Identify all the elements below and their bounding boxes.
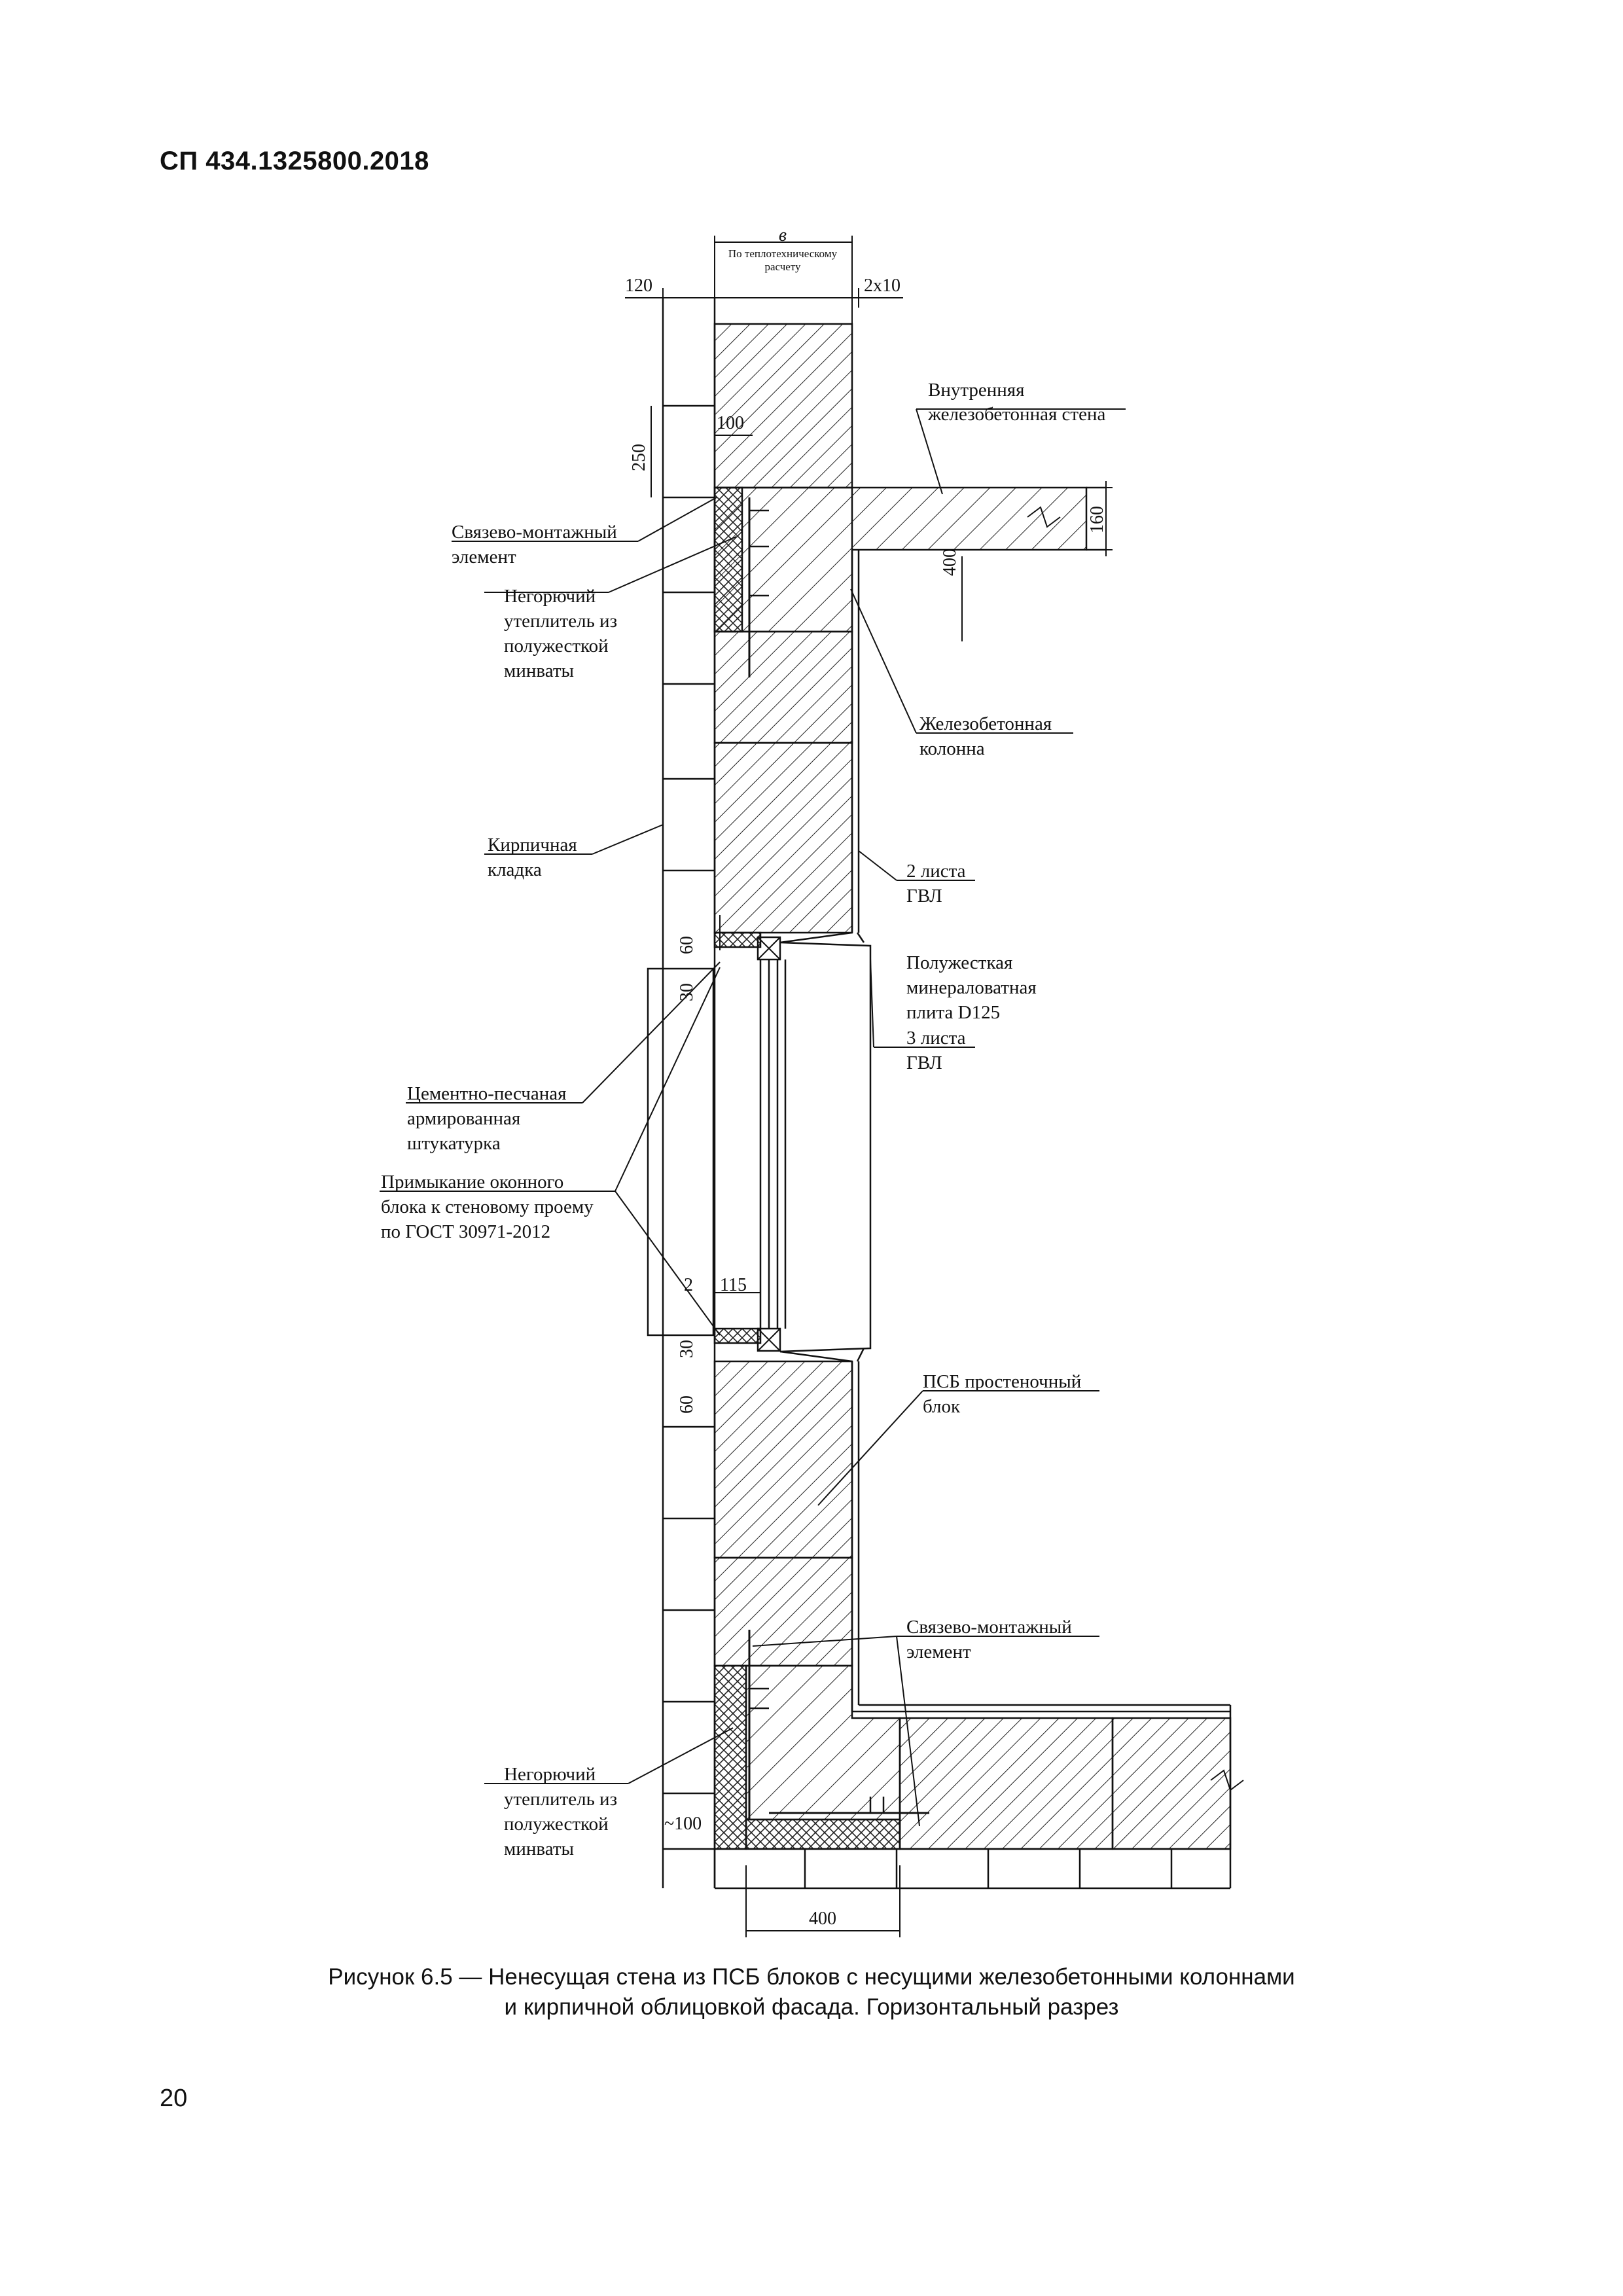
dim-60-top: 60	[677, 936, 697, 954]
label-insul-top-4: минваты	[504, 660, 574, 681]
label-plaster-2: армированная	[407, 1108, 520, 1129]
dim-b-note-1: По теплотехническому	[728, 247, 838, 260]
label-window-2: блока к стеновому проему	[381, 1196, 594, 1217]
figure-caption-line-1: Рисунок 6.5 — Ненесущая стена из ПСБ бло…	[328, 1964, 1295, 1990]
label-gvl3-1: 3 листа	[906, 1028, 966, 1049]
gvl-lining-lower	[851, 1361, 1230, 1713]
label-inner-wall-2: железобетонная стена	[927, 404, 1105, 425]
dim-30-top: 30	[677, 983, 697, 1001]
label-tie-bottom-1: Связево-монтажный	[906, 1617, 1072, 1638]
dim-30-bottom: 30	[677, 1340, 697, 1358]
leader-lines	[380, 408, 1126, 1827]
label-brick-1: Кирпичная	[488, 834, 577, 855]
psb-block-upper	[713, 323, 853, 934]
label-insul-top-1: Негорючий	[504, 586, 596, 607]
dim-2: 2	[684, 1275, 693, 1295]
label-mw-3: плита D125	[906, 1002, 1000, 1023]
label-tie-bottom-2: элемент	[906, 1641, 971, 1662]
label-insul-bottom-3: полужесткой	[504, 1814, 609, 1835]
label-insul-top-2: утеплитель из	[504, 611, 617, 632]
rc-column-top	[713, 486, 1088, 677]
label-insul-bottom-1: Негорючий	[504, 1764, 596, 1785]
dim-400-bottom: 400	[809, 1909, 836, 1929]
gvl-lining-upper	[851, 550, 860, 933]
label-mw-2: минераловатная	[906, 977, 1037, 998]
label-insul-bottom-2: утеплитель из	[504, 1789, 617, 1810]
dim-b: в	[779, 225, 787, 245]
window-block	[647, 931, 872, 1363]
brick-cladding	[662, 298, 716, 1888]
figure-caption-line-2: и кирпичной облицовкой фасада. Горизонта…	[504, 1994, 1119, 2020]
dimension-lines	[625, 236, 1113, 1937]
label-gvl2-2: ГВЛ	[906, 886, 942, 906]
brick-cladding-bottom	[663, 1848, 1230, 1890]
label-tie-top-2: элемент	[452, 547, 516, 567]
dim-400-v: 400	[940, 548, 960, 576]
dim-100-bottom: ~100	[664, 1814, 702, 1834]
label-column-2: колонна	[919, 738, 985, 759]
label-insul-top-3: полужесткой	[504, 636, 609, 656]
label-plaster-3: штукатурка	[407, 1133, 501, 1154]
dim-60-bottom: 60	[677, 1395, 697, 1414]
label-window-3: по ГОСТ 30971-2012	[381, 1221, 550, 1242]
label-inner-wall-1: Внутренняя	[928, 380, 1024, 401]
label-column-1: Железобетонная	[919, 713, 1052, 734]
dim-120: 120	[625, 276, 652, 296]
label-brick-2: кладка	[488, 859, 542, 880]
page-number: 20	[160, 2085, 188, 2112]
label-psb-1: ПСБ простеночный	[923, 1371, 1081, 1392]
dim-250: 250	[629, 444, 649, 471]
dim-115: 115	[720, 1275, 747, 1295]
label-gvl2-1: 2 листа	[906, 861, 966, 882]
label-mw-1: Полужесткая	[906, 952, 1012, 973]
label-tie-top-1: Связево-монтажный	[452, 522, 617, 543]
label-plaster-1: Цементно-песчаная	[407, 1083, 567, 1104]
dim-b-note-2: расчету	[764, 260, 801, 273]
label-gvl3-2: ГВЛ	[906, 1052, 942, 1073]
dim-2x10: 2х10	[864, 276, 901, 296]
label-insul-bottom-4: минваты	[504, 1839, 574, 1859]
dimension-texts: в По теплотехническому расчету 120 2х10 …	[625, 225, 1107, 1929]
dim-160: 160	[1087, 506, 1107, 533]
label-window-1: Примыкание оконного	[381, 1172, 563, 1193]
annotation-labels: Внутренняя железобетонная стена Связево-…	[381, 380, 1105, 1859]
psb-block-lower	[713, 1360, 853, 1667]
dim-100-top: 100	[717, 413, 744, 433]
label-psb-2: блок	[923, 1396, 961, 1417]
rc-column-corner	[713, 1630, 1244, 1888]
document-code: СП 434.1325800.2018	[160, 147, 429, 175]
